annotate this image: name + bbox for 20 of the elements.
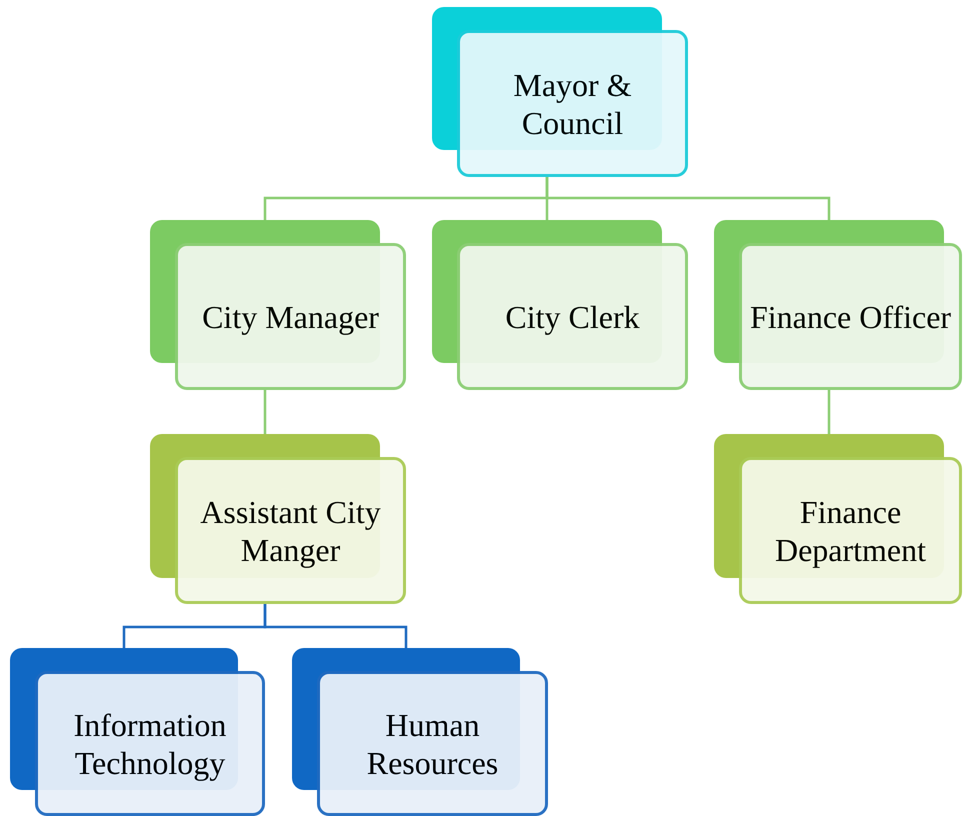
box-label: Assistant City Manger [199, 492, 382, 568]
org-chart-box [150, 220, 406, 390]
org-chart-box [432, 7, 688, 177]
connector-line [264, 390, 266, 434]
org-chart-box [10, 648, 265, 816]
box-label: Information Technology [72, 706, 228, 782]
org-chart-box [432, 220, 688, 390]
box-label: Human Resources [366, 706, 500, 782]
box-label: Finance Officer [750, 298, 952, 336]
org-chart-box [714, 220, 962, 390]
box-label: Mayor & Council [512, 66, 633, 142]
connector-line [264, 604, 408, 648]
org-chart-box [292, 648, 548, 816]
org-chart-box [150, 434, 406, 604]
box-label: City Clerk [505, 298, 640, 336]
connector-line [546, 177, 830, 220]
box-label: City Manager [202, 298, 379, 336]
org-chart-box [714, 434, 962, 604]
box-label: Finance Department [774, 492, 928, 568]
connector-line [828, 390, 830, 434]
